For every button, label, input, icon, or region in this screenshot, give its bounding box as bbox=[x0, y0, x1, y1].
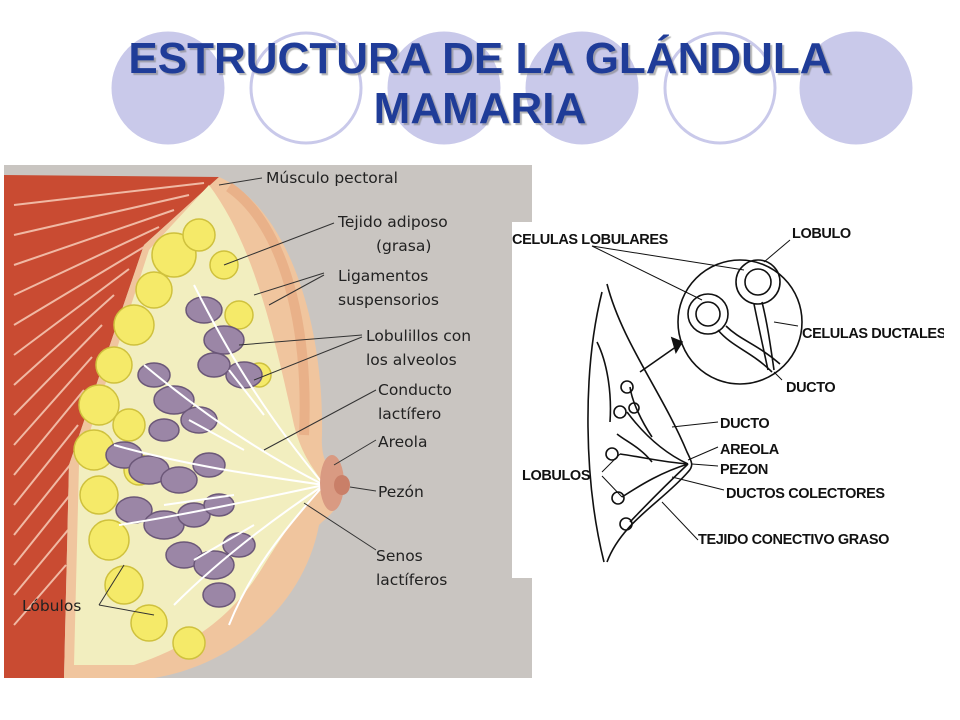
circle-5 bbox=[663, 31, 777, 145]
label-celulas-ductales: CELULAS DUCTALES bbox=[802, 326, 944, 342]
label-lobulos-right: LOBULOS bbox=[522, 468, 591, 484]
label-ductos-colectores: DUCTOS COLECTORES bbox=[726, 486, 885, 502]
pectoral-muscle bbox=[4, 175, 219, 678]
milk-ducts bbox=[113, 284, 325, 626]
label-tejido-adiposo: Tejido adiposo bbox=[337, 213, 448, 231]
label-pezon: Pezón bbox=[378, 483, 424, 501]
title-line-1: ESTRUCTURA DE LA GLÁNDULA bbox=[128, 34, 832, 83]
leader-lines-left bbox=[98, 177, 377, 616]
magnify-arrow bbox=[639, 343, 681, 373]
decorative-circles bbox=[111, 31, 913, 145]
label-grasa: (grasa) bbox=[376, 237, 431, 255]
label-lactiferos: lactíferos bbox=[376, 571, 447, 589]
label-senos: Senos bbox=[376, 547, 423, 565]
label-celulas-lobulares: CELULAS LOBULARES bbox=[512, 232, 669, 248]
label-lobulos: Lóbulos bbox=[22, 597, 81, 615]
label-lobulillos: Lobulillos con bbox=[366, 327, 471, 345]
label-pezon-right: PEZON bbox=[720, 462, 768, 478]
label-suspensorios: suspensorios bbox=[338, 291, 439, 309]
label-alveolos: los alveolos bbox=[366, 351, 457, 369]
circle-2 bbox=[249, 31, 363, 145]
page-title: ESTRUCTURA DE LA GLÁNDULA MAMARIA bbox=[80, 34, 880, 134]
label-lobulo: LOBULO bbox=[792, 226, 851, 242]
title-line-2: MAMARIA bbox=[373, 84, 587, 133]
breast-anatomy-svg: Músculo pectoral Tejido adiposo (grasa) … bbox=[4, 169, 471, 678]
label-ligamentos: Ligamentos bbox=[338, 267, 428, 285]
breast-outline bbox=[606, 283, 693, 563]
breast-schematic-svg: CELULAS LOBULARES LOBULO CELULAS DUCTALE… bbox=[512, 226, 947, 563]
circle-3 bbox=[387, 31, 501, 145]
label-musculo-pectoral: Músculo pectoral bbox=[266, 169, 398, 187]
circle-6 bbox=[799, 31, 913, 145]
label-tejido-conectivo: TEJIDO CONECTIVO GRASO bbox=[698, 532, 889, 548]
breast-schematic-diagram: CELULAS LOBULARES LOBULO CELULAS DUCTALE… bbox=[512, 222, 947, 578]
circle-4 bbox=[525, 31, 639, 145]
muscle-striations bbox=[13, 182, 205, 626]
label-areola-right: AREOLA bbox=[720, 442, 780, 458]
label-conducto: Conducto bbox=[378, 381, 452, 399]
breast-anatomy-illustration: Músculo pectoral Tejido adiposo (grasa) … bbox=[4, 165, 532, 678]
label-lactifero: lactífero bbox=[378, 405, 441, 423]
nipple bbox=[334, 475, 350, 495]
label-ducto: DUCTO bbox=[720, 416, 769, 432]
areola bbox=[320, 455, 344, 511]
magnified-lobule-circle bbox=[677, 259, 803, 385]
label-ducto-top: DUCTO bbox=[786, 380, 835, 396]
schematic-drawing bbox=[587, 259, 803, 563]
label-areola: Areola bbox=[378, 433, 427, 451]
leader-lines-right bbox=[591, 239, 799, 541]
circle-1 bbox=[111, 31, 225, 145]
